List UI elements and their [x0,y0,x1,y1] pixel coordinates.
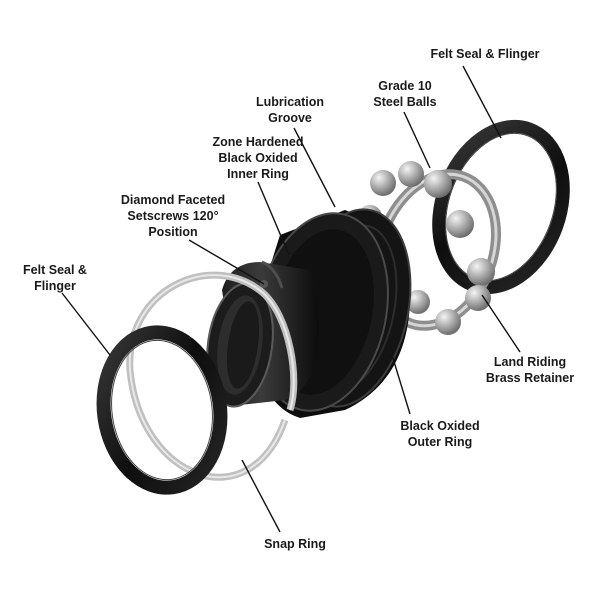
label-line: Inner Ring [227,167,289,181]
snap-ring-part [126,271,298,481]
label-felt-seal-right: Felt Seal & Flinger [400,46,570,62]
label-line: Zone Hardened [212,135,304,149]
label-line: Brass Retainer [485,371,575,385]
label-line: Flinger [34,279,76,293]
label-snap-ring: Snap Ring [245,536,345,552]
leader-felt-seal-left [61,292,111,356]
label-line: Felt Seal & [23,263,87,277]
label-line: Snap Ring [264,537,326,551]
label-line: Lubrication [255,95,325,109]
label-line: Black Oxided [218,151,298,165]
label-inner-ring: Zone Hardened Black Oxided Inner Ring [200,134,316,182]
label-line: Position [148,225,198,239]
label-line: Setscrews 120° [127,209,219,223]
leader-setscrews [188,239,265,285]
steel-ball [435,309,461,335]
label-setscrews: Diamond Faceted Setscrews 120° Position [108,192,238,240]
leader-lines [61,65,521,533]
leader-lubrication [293,127,336,208]
label-line: Black Oxided [400,419,480,433]
steel-ball [446,210,474,238]
label-outer-ring: Black Oxided Outer Ring [385,418,495,450]
leader-snap-ring [241,459,281,533]
label-line: Felt Seal & Flinger [430,47,540,61]
label-lubrication: Lubrication Groove [245,94,335,126]
steel-ball [398,161,424,187]
felt-seal-left-part [96,325,228,495]
leader-grade-balls [403,111,431,169]
felt-seal-right-part [432,119,570,295]
label-line: Groove [268,111,312,125]
steel-ball [370,170,396,196]
leader-inner-ring [257,181,290,256]
leader-felt-seal-right [462,65,502,139]
label-line: Land Riding [493,355,567,369]
steel-ball [424,170,452,198]
label-line: Diamond Faceted [120,193,226,207]
label-line: Grade 10 [378,79,432,93]
label-line: Outer Ring [407,435,473,449]
steel-ball [406,290,430,314]
leader-retainer [481,294,521,353]
steel-ball [467,258,495,286]
label-line: Steel Balls [373,95,437,109]
label-felt-seal-left: Felt Seal & Flinger [10,262,100,294]
leader-outer-ring [391,354,411,415]
label-retainer: Land Riding Brass Retainer [470,354,590,386]
steel-ball [465,285,491,311]
label-grade-balls: Grade 10 Steel Balls [360,78,450,110]
